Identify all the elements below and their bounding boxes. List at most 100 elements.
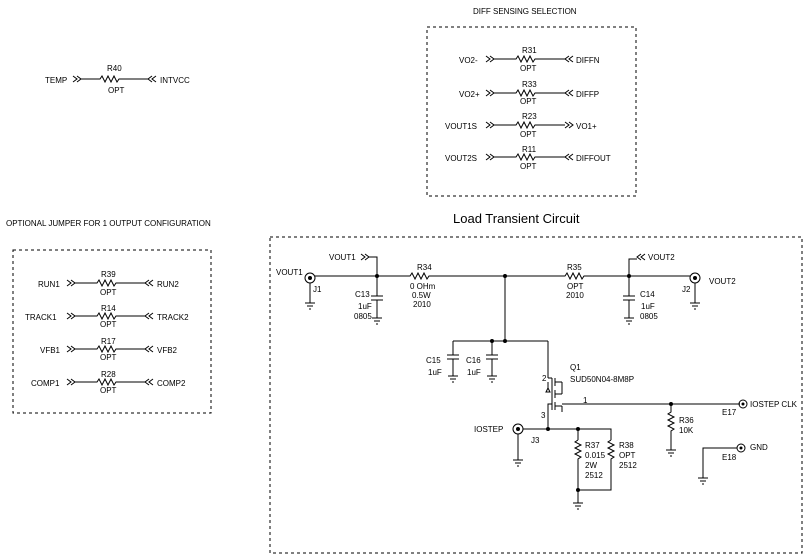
r36-ref: R36 — [679, 416, 694, 425]
diff-row-r23: VOUT1S R23 OPT VO1+ — [445, 112, 597, 139]
e18-label: E18 — [722, 453, 737, 462]
q1-pin2: 2 — [542, 374, 547, 383]
c13-value: 1uF — [358, 302, 372, 311]
c13-pkg: 0805 — [354, 312, 372, 321]
r37-resistor — [573, 439, 583, 490]
r33-value: OPT — [520, 97, 537, 106]
r36-resistor — [666, 404, 676, 457]
gnd-wire — [698, 447, 737, 485]
c15-ref: C15 — [426, 356, 441, 365]
diff-left-label: VO2+ — [459, 90, 480, 99]
jumper-right-label: RUN2 — [157, 280, 179, 289]
r35-ref: R35 — [567, 263, 582, 272]
jumper-right-label: VFB2 — [157, 346, 178, 355]
r37-power: 2W — [585, 461, 597, 470]
c16-value: 1uF — [467, 368, 481, 377]
r33-ref: R33 — [522, 80, 537, 89]
intvcc-label: INTVCC — [160, 76, 190, 85]
r40-block: TEMP R40 OPT INTVCC — [45, 64, 190, 95]
diff-left-label: VOUT1S — [445, 122, 477, 131]
load-transient-title: Load Transient Circuit — [453, 211, 580, 226]
vout1-net-label: VOUT1 — [329, 253, 356, 262]
r14-value: OPT — [100, 320, 117, 329]
j3-connector — [512, 423, 524, 435]
e17-label: E17 — [722, 408, 737, 417]
r17-value: OPT — [100, 353, 117, 362]
in-connector-arrow — [485, 55, 495, 63]
r17-ref: R17 — [101, 337, 116, 346]
out-connector-arrow — [564, 153, 574, 161]
in-connector-arrow — [66, 378, 76, 386]
out-connector-arrow — [144, 279, 154, 287]
r14-resistor — [75, 311, 145, 321]
c16-capacitor — [486, 354, 498, 383]
c14-value: 1uF — [641, 302, 655, 311]
temp-label: TEMP — [45, 76, 67, 85]
r23-ref: R23 — [522, 112, 537, 121]
r31-value: OPT — [520, 64, 537, 73]
r37-value: 0.015 — [585, 451, 606, 460]
c15-capacitor — [447, 354, 459, 383]
r28-ref: R28 — [101, 370, 116, 379]
c13-capacitor — [371, 276, 383, 325]
optional-jumper-box — [12, 249, 212, 414]
r31-ref: R31 — [522, 46, 537, 55]
r35-pkg: 2010 — [566, 291, 584, 300]
top-rail-wire — [315, 271, 690, 281]
out-connector-arrow — [144, 378, 154, 386]
vout2-net-arrow — [628, 253, 646, 276]
jumper-row-r28: COMP1 R28 OPT COMP2 — [31, 370, 186, 395]
vout2-net-label: VOUT2 — [648, 253, 675, 262]
jumper-row-r14: TRACK1 R14 OPT TRACK2 — [25, 304, 189, 329]
j2-connector — [689, 272, 701, 284]
r34-power: 0.5W — [412, 291, 431, 300]
r38-pkg: 2512 — [619, 461, 637, 470]
ground-symbol — [573, 490, 583, 510]
junction-dot — [546, 427, 550, 431]
q1-part: SUD50N04-8M8P — [570, 375, 634, 384]
source-node-wire — [523, 420, 612, 440]
r37-ref: R37 — [585, 441, 600, 450]
vout2-conn-label: VOUT2 — [709, 277, 736, 286]
in-connector-arrow — [485, 89, 495, 97]
r23-resistor — [494, 120, 565, 130]
r34-ref: R34 — [417, 263, 432, 272]
r38-ref: R38 — [619, 441, 634, 450]
ground-symbol — [690, 283, 700, 310]
iostep-clk-label: IOSTEP CLK — [750, 400, 798, 409]
gnd-label: GND — [750, 443, 768, 452]
c14-pkg: 0805 — [640, 312, 658, 321]
j1-label: J1 — [313, 285, 322, 294]
optional-jumper-header: OPTIONAL JUMPER FOR 1 OUTPUT CONFIGURATI… — [6, 219, 211, 228]
e17-terminal — [738, 399, 748, 409]
q1-pin1: 1 — [583, 396, 588, 405]
in-connector-arrow — [485, 153, 495, 161]
r39-resistor — [75, 278, 145, 288]
diff-right-label: DIFFP — [576, 90, 599, 99]
r40-resistor — [81, 74, 148, 84]
in-connector-arrow — [66, 279, 76, 287]
ground-symbol — [305, 283, 315, 310]
jumper-left-label: COMP1 — [31, 379, 60, 388]
j2-label: J2 — [682, 285, 691, 294]
load-transient-box — [269, 236, 803, 554]
r37-pkg: 2512 — [585, 471, 603, 480]
diff-sensing-box — [426, 26, 637, 197]
q1-mosfet — [545, 341, 740, 420]
c16-ref: C16 — [466, 356, 481, 365]
r11-ref: R11 — [522, 145, 537, 154]
diff-row-r11: VOUT2S R11 OPT DIFFOUT — [445, 145, 611, 171]
q1-pin3: 3 — [541, 411, 546, 420]
out-connector-arrow — [564, 121, 574, 129]
out-connector-arrow — [144, 312, 154, 320]
r36-value: 10K — [679, 426, 694, 435]
jumper-right-label: COMP2 — [157, 379, 186, 388]
jumper-left-label: VFB1 — [40, 346, 61, 355]
drain-node-wire — [452, 276, 548, 355]
r40-value: OPT — [108, 86, 125, 95]
c14-ref: C14 — [640, 290, 655, 299]
junction-dot — [503, 339, 507, 343]
junction-dot — [576, 427, 580, 431]
r28-resistor — [75, 377, 145, 387]
r31-resistor — [494, 54, 565, 64]
